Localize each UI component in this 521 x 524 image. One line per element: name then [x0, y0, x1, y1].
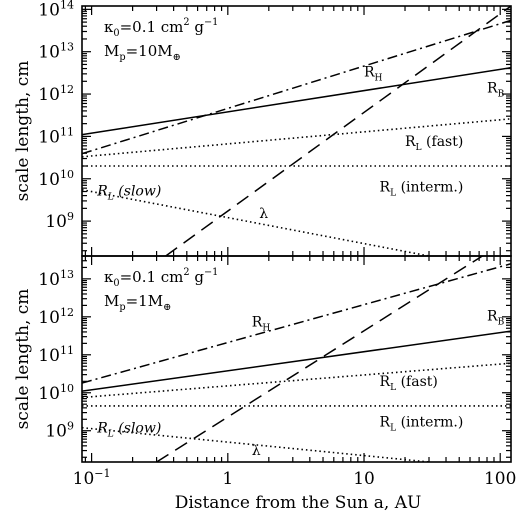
- y-tick-label: 1011: [38, 125, 74, 147]
- series-line-r-b: [82, 66, 511, 136]
- curves: [82, 6, 511, 256]
- y-tick-label: 1013: [38, 268, 74, 290]
- series-label: RH: [252, 315, 271, 334]
- series-line-r-h: [82, 263, 511, 384]
- top-panel: 109 1010 1011 1012 1013 1014 scale length, cm R…: [13, 0, 512, 257]
- series-label: RL (interm.): [380, 180, 464, 199]
- series-label: RB: [487, 80, 505, 99]
- opacity-annotation: κ0=0.1 cm2 g−1: [104, 267, 218, 289]
- opacity-annotation: κ0=0.1 cm2 g−1: [104, 17, 218, 39]
- y-tick-label: 1010: [38, 382, 74, 404]
- y-tick-label: 1014: [38, 0, 74, 20]
- series-label: RL (fast): [405, 134, 463, 153]
- x-tick-label: 10−1: [73, 467, 111, 489]
- y-tick-label: 109: [45, 420, 74, 442]
- series-label: RL (slow): [96, 420, 161, 439]
- series-label: RB: [487, 309, 505, 328]
- series-line-r-b: [82, 330, 511, 392]
- y-tick-label: 1013: [38, 41, 74, 63]
- series-label: λ: [252, 443, 261, 459]
- planet-mass-annotation: Mp=10M⊕: [104, 42, 181, 63]
- series-label: RH: [364, 64, 383, 83]
- series-label: RL (fast): [380, 374, 438, 393]
- x-axis-title: Distance from the Sun a, AU: [175, 493, 422, 513]
- curves: [82, 256, 511, 462]
- series-line-λ: [156, 256, 484, 462]
- y-axis-title: scale length, cm: [13, 61, 33, 202]
- bottom-panel: 109 1010 1011 1012 1013 10−1 1 10 100 scale lengt…: [13, 255, 516, 489]
- y-tick-label: 1012: [38, 306, 74, 328]
- y-tick-label: 1010: [38, 168, 74, 190]
- series-line-r-l-slow: [82, 188, 430, 256]
- series-line-r-h: [82, 19, 511, 155]
- series-label: RL (interm.): [380, 414, 464, 433]
- series-line-r-l-fast: [82, 362, 511, 399]
- x-tick-label: 1: [222, 469, 233, 489]
- series-label: RL (slow): [96, 184, 161, 203]
- series-line-λ: [165, 6, 511, 256]
- x-tick-label: 10: [353, 469, 375, 489]
- y-tick-label: 109: [45, 210, 74, 232]
- x-tick-label: 100: [484, 469, 516, 489]
- y-tick-label: 1012: [38, 83, 74, 105]
- planet-mass-annotation: Mp=1M⊕: [104, 292, 171, 313]
- y-axis-title: scale length, cm: [13, 289, 33, 430]
- y-tick-label: 1011: [38, 344, 74, 366]
- series-label: λ: [259, 206, 268, 222]
